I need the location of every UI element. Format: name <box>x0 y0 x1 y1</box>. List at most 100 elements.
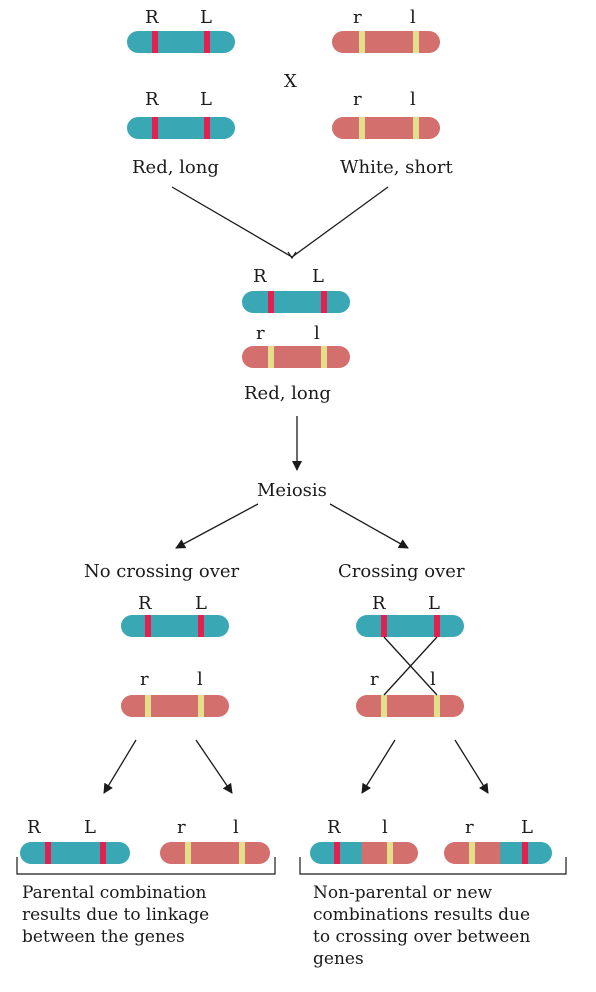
gene-label-r: r <box>353 7 362 28</box>
chromosome <box>242 291 350 313</box>
gene-label-r: r <box>256 323 265 344</box>
gene-label-r: r <box>177 817 186 838</box>
chromosome-segment <box>242 346 350 368</box>
gene-band <box>359 117 365 139</box>
gene-band <box>152 31 158 53</box>
chromosome <box>332 31 440 53</box>
gene-band <box>268 291 274 313</box>
gene-label-l: l <box>410 89 416 110</box>
non-parental-caption-line: combinations results due <box>313 905 531 925</box>
no-crossing-over-title: No crossing over <box>84 561 240 582</box>
gene-band <box>469 842 475 864</box>
gene-band <box>145 695 151 717</box>
gene-band <box>381 695 387 717</box>
chromosome-segment <box>127 117 235 139</box>
f1-phenotype: Red, long <box>244 383 331 404</box>
chromosome-segment <box>242 291 350 313</box>
chromosome-segment <box>356 615 464 637</box>
cross-symbol: X <box>284 71 297 92</box>
gene-band <box>522 842 528 864</box>
gene-band <box>185 842 191 864</box>
arrow-to-crossing <box>329 503 409 549</box>
meiosis-label: Meiosis <box>257 480 327 501</box>
gene-band <box>198 615 204 637</box>
gene-label-l: l <box>233 817 239 838</box>
gene-band <box>381 615 387 637</box>
chromosome-segment <box>20 842 130 864</box>
gene-label-R: R <box>138 593 152 614</box>
gene-band <box>434 695 440 717</box>
gene-label-L: L <box>312 266 324 287</box>
chromosome <box>121 695 229 717</box>
gene-label-l: l <box>314 323 320 344</box>
cross-arrowhead <box>287 251 297 260</box>
gene-label-r: r <box>140 669 149 690</box>
chromosome <box>444 842 552 864</box>
chromosome-segment <box>121 615 229 637</box>
chromosome-segment <box>121 695 229 717</box>
gene-band <box>145 615 151 637</box>
gene-band <box>321 346 327 368</box>
gene-label-R: R <box>327 817 341 838</box>
chromosome-segment <box>160 842 270 864</box>
gene-band <box>204 117 210 139</box>
chromosome <box>127 31 235 53</box>
non-parental-bracket <box>299 857 567 875</box>
gene-label-R: R <box>145 89 159 110</box>
non-parental-caption-line: genes <box>313 949 364 969</box>
chromosome <box>242 346 350 368</box>
chromosome <box>310 842 418 864</box>
gene-label-R: R <box>253 266 267 287</box>
gene-label-R: R <box>27 817 41 838</box>
parental-caption-line: Parental combination <box>22 883 207 903</box>
gene-band <box>100 842 106 864</box>
gene-label-L: L <box>200 89 212 110</box>
parental-caption-line: results due to linkage <box>22 905 210 925</box>
gene-band <box>152 117 158 139</box>
arrow-to-recombinant-gamete <box>454 739 489 794</box>
cross-line-left <box>171 186 293 258</box>
parent-phenotype-white-short: White, short <box>340 157 453 178</box>
gene-band <box>45 842 51 864</box>
gene-band <box>387 842 393 864</box>
gene-band <box>413 31 419 53</box>
gene-label-L: L <box>200 7 212 28</box>
gene-label-l: l <box>410 7 416 28</box>
gene-label-R: R <box>145 7 159 28</box>
arrow-to-recombinant-gamete <box>361 739 396 794</box>
chromosome <box>332 117 440 139</box>
gene-band <box>268 346 274 368</box>
gene-band <box>239 842 245 864</box>
chromosome <box>160 842 270 864</box>
chromosome <box>356 695 464 717</box>
chromosome-segment <box>356 695 464 717</box>
gene-band <box>321 291 327 313</box>
chromosome-segment <box>332 117 440 139</box>
gene-band <box>334 842 340 864</box>
arrow-to-no-crossing <box>175 503 259 549</box>
gene-label-L: L <box>195 593 207 614</box>
arrow-to-parental-gamete <box>195 739 233 794</box>
gene-band <box>204 31 210 53</box>
crossing-over-title: Crossing over <box>338 561 465 582</box>
parent-phenotype-red-long: Red, long <box>132 157 219 178</box>
gene-band <box>413 117 419 139</box>
gene-label-l: l <box>430 669 436 690</box>
gene-label-R: R <box>372 593 386 614</box>
gene-label-L: L <box>428 593 440 614</box>
gene-label-L: L <box>84 817 96 838</box>
chromosome <box>121 615 229 637</box>
parental-bracket <box>16 857 276 875</box>
chromosome <box>127 117 235 139</box>
chromosome <box>356 615 464 637</box>
gene-band <box>359 31 365 53</box>
gene-label-l: l <box>382 817 388 838</box>
non-parental-caption-line: Non-parental or new <box>313 883 493 903</box>
chromosome <box>20 842 130 864</box>
gene-label-L: L <box>521 817 533 838</box>
arrow-to-parental-gamete <box>103 739 137 794</box>
crossover-line <box>383 636 438 696</box>
gene-label-r: r <box>353 89 362 110</box>
chromosome-segment <box>332 31 440 53</box>
